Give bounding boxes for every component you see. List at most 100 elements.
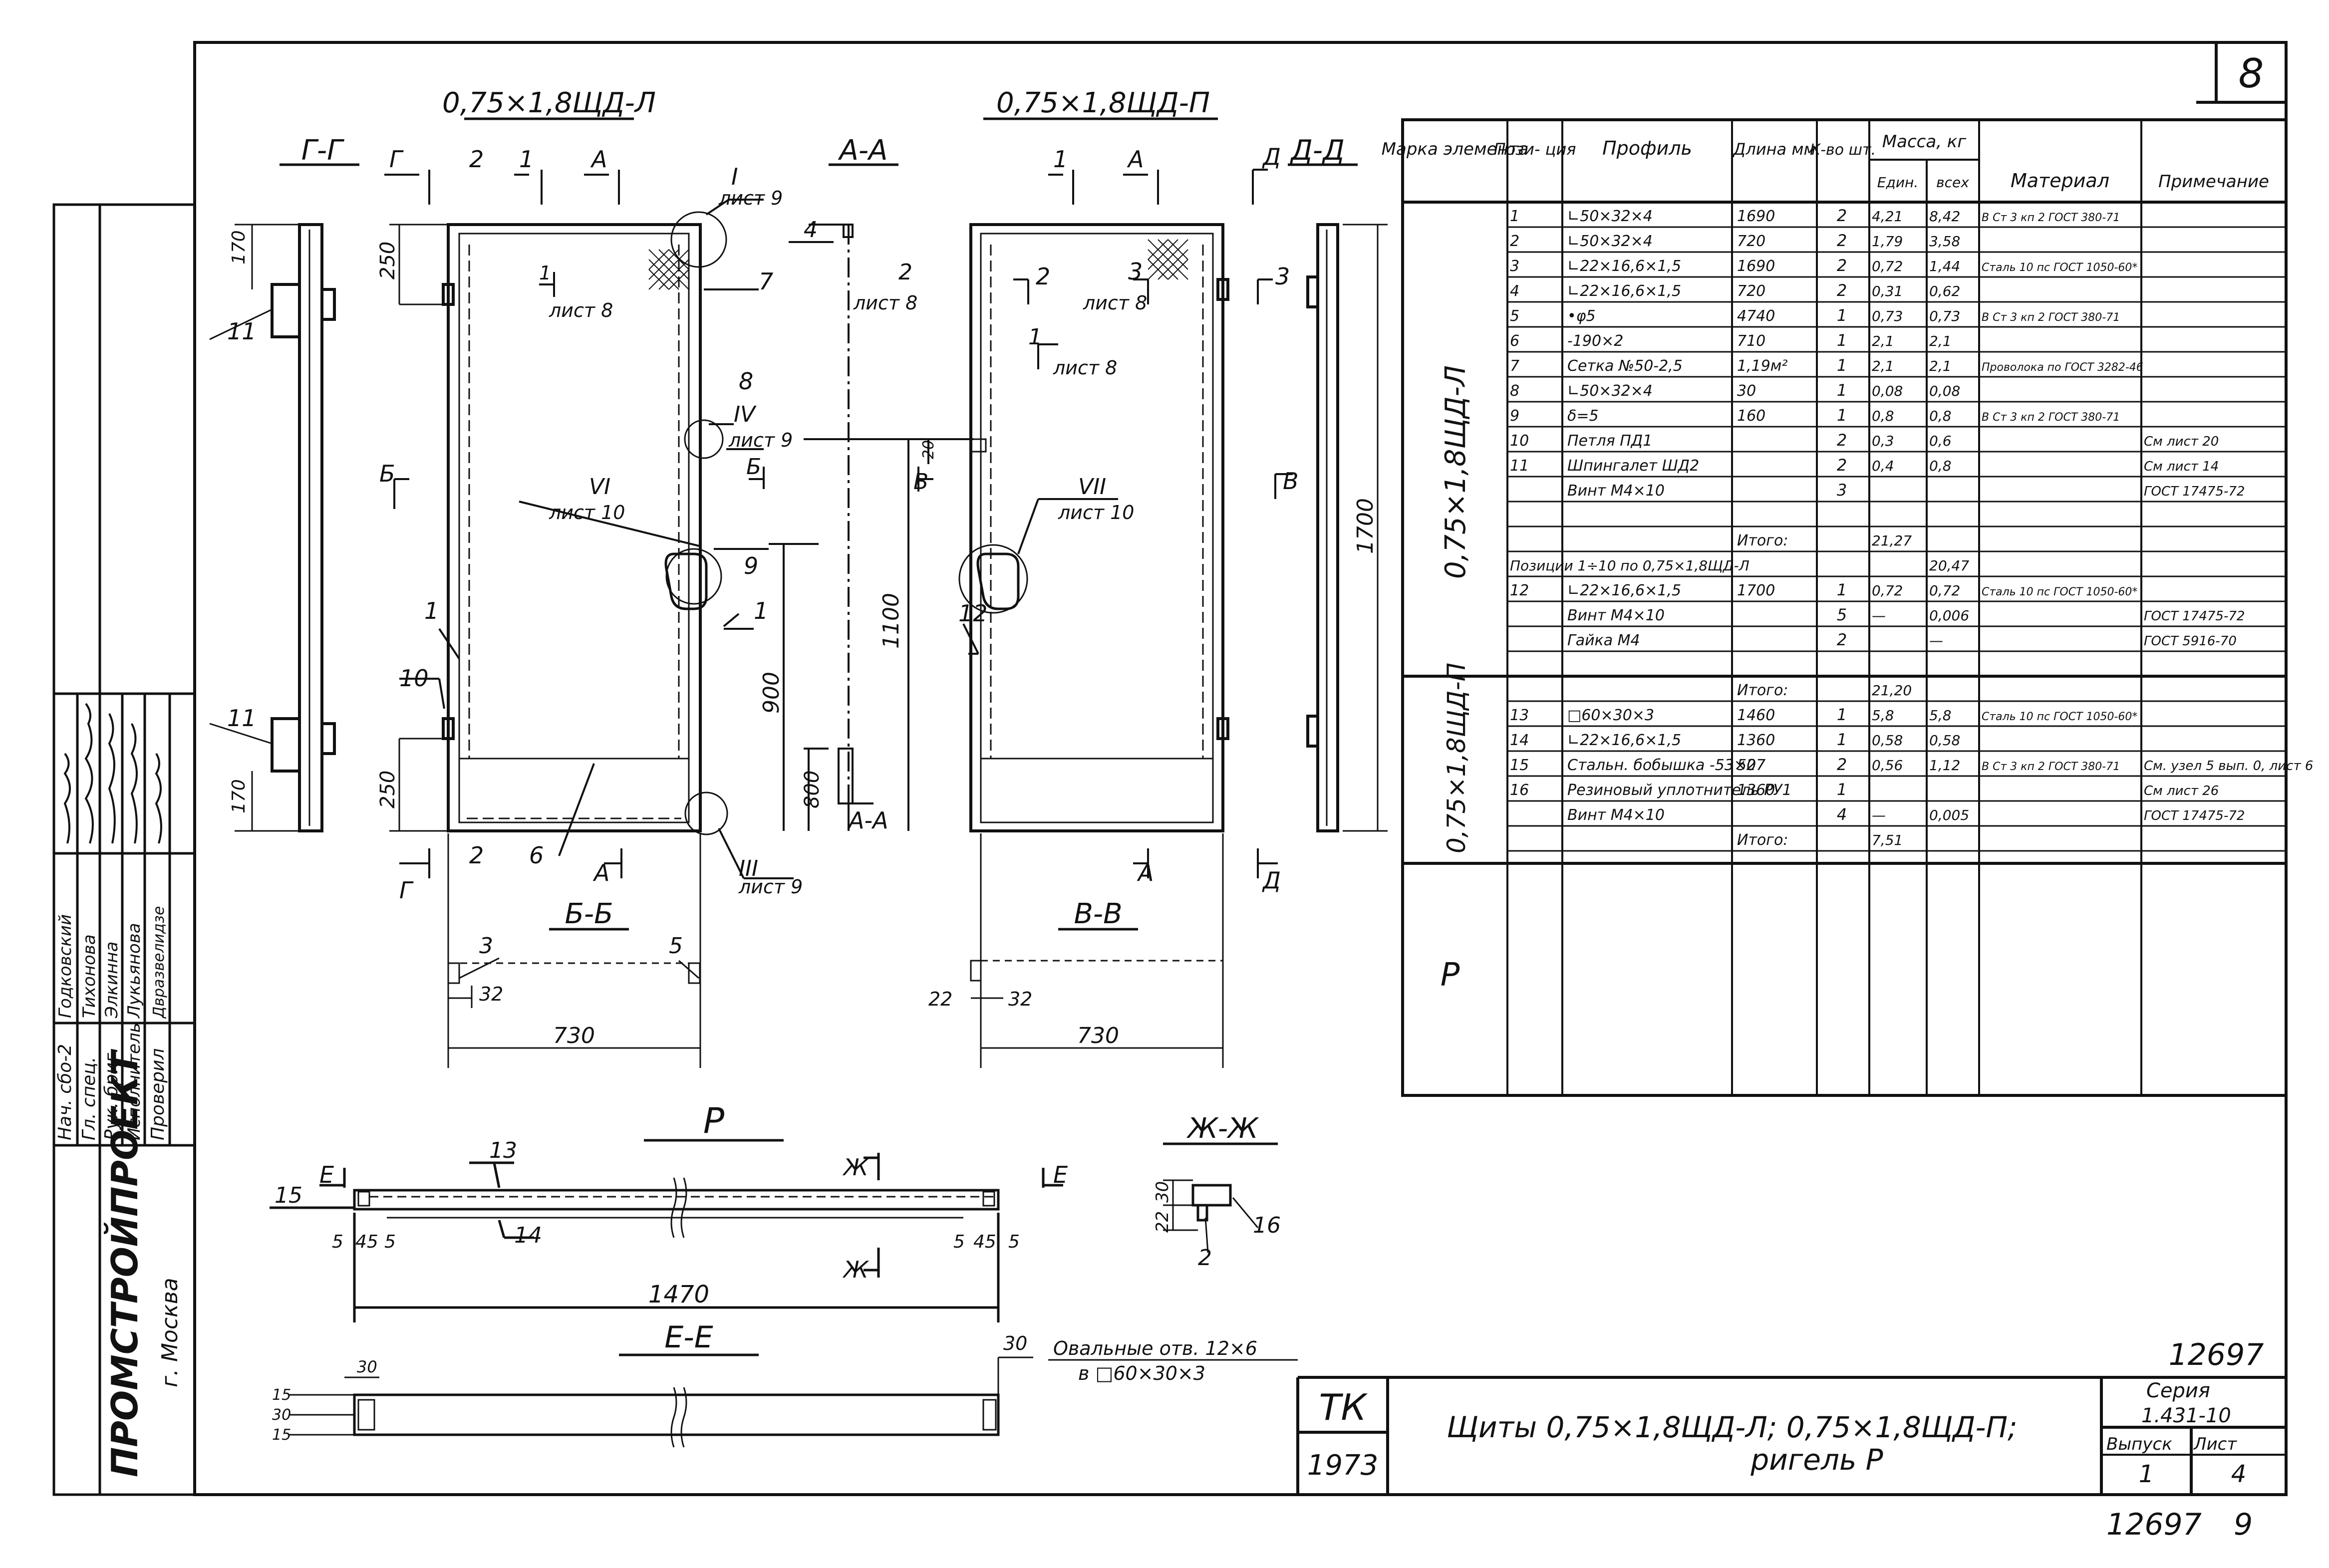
table-cell-pos: 12 bbox=[1510, 582, 1529, 599]
pos-label-16: 16 bbox=[1253, 1213, 1281, 1238]
section-dd-drawing bbox=[1306, 223, 1388, 832]
table-cell-pos: 16 bbox=[1510, 782, 1529, 799]
table-cell-qty: 5 bbox=[1837, 605, 1847, 624]
table-cell-pos: 5 bbox=[1510, 307, 1519, 325]
stamp-role: Проверил bbox=[148, 1048, 168, 1140]
cut-label-b-right: Б bbox=[746, 454, 761, 480]
table-cell-total: 3,58 bbox=[1929, 233, 1960, 250]
table-cell-len: 720 bbox=[1737, 282, 1765, 300]
table-cell-total: 1,44 bbox=[1929, 258, 1960, 274]
table-cell-note: ГОСТ 5916-70 bbox=[2144, 634, 2237, 649]
table-cell-unit: 4,21 bbox=[1872, 208, 1903, 225]
table-cell-pos: 2 bbox=[1510, 233, 1519, 250]
stamp-name: Двразвелидзе bbox=[150, 906, 168, 1019]
table-cell-total: 0,62 bbox=[1929, 283, 1960, 299]
pos-label-11: 11 bbox=[227, 318, 257, 345]
table-cell-pos: 14 bbox=[1510, 732, 1529, 749]
table-cell-len: Итого: bbox=[1737, 532, 1788, 549]
dim-170-top: 170 bbox=[229, 230, 249, 264]
table-cell-profile: ∟22×16,6×1,5 bbox=[1567, 582, 1681, 599]
table-cell-profile: Резиновый уплотнитель РУ1 bbox=[1567, 782, 1792, 799]
cut-label-v: В bbox=[913, 469, 928, 495]
table-cell-unit: 0,08 bbox=[1872, 383, 1903, 399]
dim-30-zh: 30 bbox=[1153, 1181, 1172, 1203]
table-cell-len: 50 bbox=[1737, 757, 1756, 774]
tb-title-line2: ригель Р bbox=[1750, 1443, 1883, 1477]
table-cell-qty: 2 bbox=[1837, 431, 1847, 450]
table-cell-qty: 1 bbox=[1837, 705, 1847, 724]
panel-left-annotations bbox=[384, 170, 794, 879]
table-cell-pos: 15 bbox=[1510, 757, 1529, 774]
pos-label-1-right: 1 bbox=[754, 597, 768, 624]
header-mark: Марка элемента bbox=[1382, 139, 1529, 159]
dim-32-left: 32 bbox=[479, 983, 503, 1005]
dim-1700: 1700 bbox=[1353, 498, 1378, 554]
table-cell-unit: 0,56 bbox=[1872, 757, 1903, 774]
pos-label-11: 11 bbox=[227, 705, 257, 732]
pos-label-15: 15 bbox=[275, 1183, 302, 1208]
handwritten-signatures bbox=[63, 703, 162, 844]
dim-5-right2: 5 bbox=[953, 1232, 965, 1252]
cut-label-1: 1 bbox=[519, 146, 534, 173]
table-cell-unit: 2,1 bbox=[1872, 333, 1894, 349]
table-cell-pos: 9 bbox=[1510, 407, 1519, 425]
stamp-role: Гл. спец. bbox=[79, 1057, 99, 1140]
dim-20: 20 bbox=[920, 440, 937, 459]
table-cell-unit: 0,72 bbox=[1872, 258, 1903, 274]
ref-list8b: лист 8 bbox=[853, 292, 917, 314]
cut-label-e-right: Е bbox=[1053, 1161, 1068, 1188]
table-cell-len: Итого: bbox=[1737, 831, 1788, 849]
ref-list8: лист 8 bbox=[549, 299, 613, 321]
table-cell-profile: •φ5 bbox=[1567, 307, 1596, 325]
dim-30-ee-right: 30 bbox=[1003, 1332, 1027, 1354]
table-cell-len: 160 bbox=[1737, 407, 1765, 425]
table-cell-unit: 0,3 bbox=[1872, 433, 1894, 449]
cut-label-2-right: 2 bbox=[1036, 263, 1050, 290]
table-cell-profile: -190×2 bbox=[1567, 332, 1623, 350]
pos-label-3: 3 bbox=[479, 933, 493, 959]
table-cell-profile: ∟22×16,6×1,5 bbox=[1567, 732, 1681, 749]
dim-30-ee: 30 bbox=[272, 1406, 291, 1424]
pos-label-7: 7 bbox=[759, 268, 773, 295]
table-cell-profile: Винт М4×10 bbox=[1567, 806, 1665, 824]
section-gg-drawing bbox=[209, 223, 336, 832]
pos-label-9: 9 bbox=[744, 552, 758, 579]
group-mark-3: Р bbox=[1441, 957, 1460, 994]
table-cell-len: 1460 bbox=[1737, 707, 1775, 724]
dim-1100: 1100 bbox=[878, 593, 904, 649]
stamp-name: Тихонова bbox=[79, 934, 99, 1018]
panel-left-drawing bbox=[442, 211, 728, 835]
cut-label-a-right-bottom: А bbox=[1137, 859, 1154, 886]
dim-2-zh: 2 bbox=[1198, 1245, 1212, 1271]
stamp-role: Нач. сбо-2 bbox=[55, 1044, 75, 1140]
note-holes-line1: Овальные отв. 12×6 bbox=[1053, 1337, 1257, 1359]
table-cell-pos: 1 bbox=[1510, 208, 1519, 225]
table-cell-total: 20,47 bbox=[1929, 557, 1969, 574]
panel-right-annotations bbox=[962, 169, 1293, 878]
table-cell-unit: 0,58 bbox=[1872, 732, 1903, 749]
table-cell-total: 0,006 bbox=[1929, 607, 1969, 624]
table-cell-mat: В Ст 3 кп 2 ГОСТ 380-71 bbox=[1982, 311, 2120, 324]
dim-22-zh: 22 bbox=[1153, 1211, 1172, 1233]
header-all: всех bbox=[1936, 174, 1969, 191]
tb-sheet-label: Лист bbox=[2193, 1434, 2237, 1454]
panel-right-drawing bbox=[958, 223, 1229, 832]
section-label-zhzh: Ж-Ж bbox=[1186, 1112, 1260, 1145]
table-cell-profile: ∟22×16,6×1,5 bbox=[1567, 258, 1681, 275]
ref-list10: лист 10 bbox=[549, 502, 625, 523]
table-cell-pos: 13 bbox=[1510, 707, 1529, 724]
table-cell-mat: В Ст 3 кп 2 ГОСТ 380-71 bbox=[1982, 411, 2120, 424]
cut-label-2: 2 bbox=[898, 260, 912, 285]
table-cell-qty: 1 bbox=[1837, 730, 1847, 749]
section-label-vv: В-В bbox=[1074, 898, 1122, 930]
section-label-ee: Е-Е bbox=[664, 1320, 713, 1355]
table-cell-profile: δ=5 bbox=[1567, 407, 1599, 425]
table-cell-qty: 2 bbox=[1837, 206, 1847, 225]
org-city: г. Москва bbox=[157, 1278, 183, 1387]
table-cell-profile: ∟50×32×4 bbox=[1567, 208, 1653, 225]
node-label-III: III bbox=[739, 856, 758, 881]
table-cell-qty: 1 bbox=[1837, 580, 1847, 599]
node-label-I: I bbox=[731, 163, 738, 190]
node-label-IV: IV bbox=[734, 402, 757, 427]
